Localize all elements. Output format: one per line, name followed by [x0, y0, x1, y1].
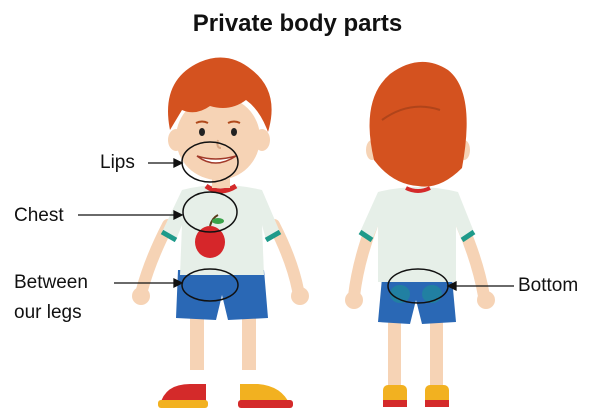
shorts-back: [378, 278, 456, 324]
shirt-back: [360, 187, 474, 282]
shoe-left-front: [158, 384, 208, 408]
boy-front: [78, 58, 309, 409]
boy-back: [345, 62, 514, 407]
shorts-front: [176, 270, 268, 320]
hair-back: [370, 62, 467, 187]
shoe-right-front: [238, 384, 293, 408]
